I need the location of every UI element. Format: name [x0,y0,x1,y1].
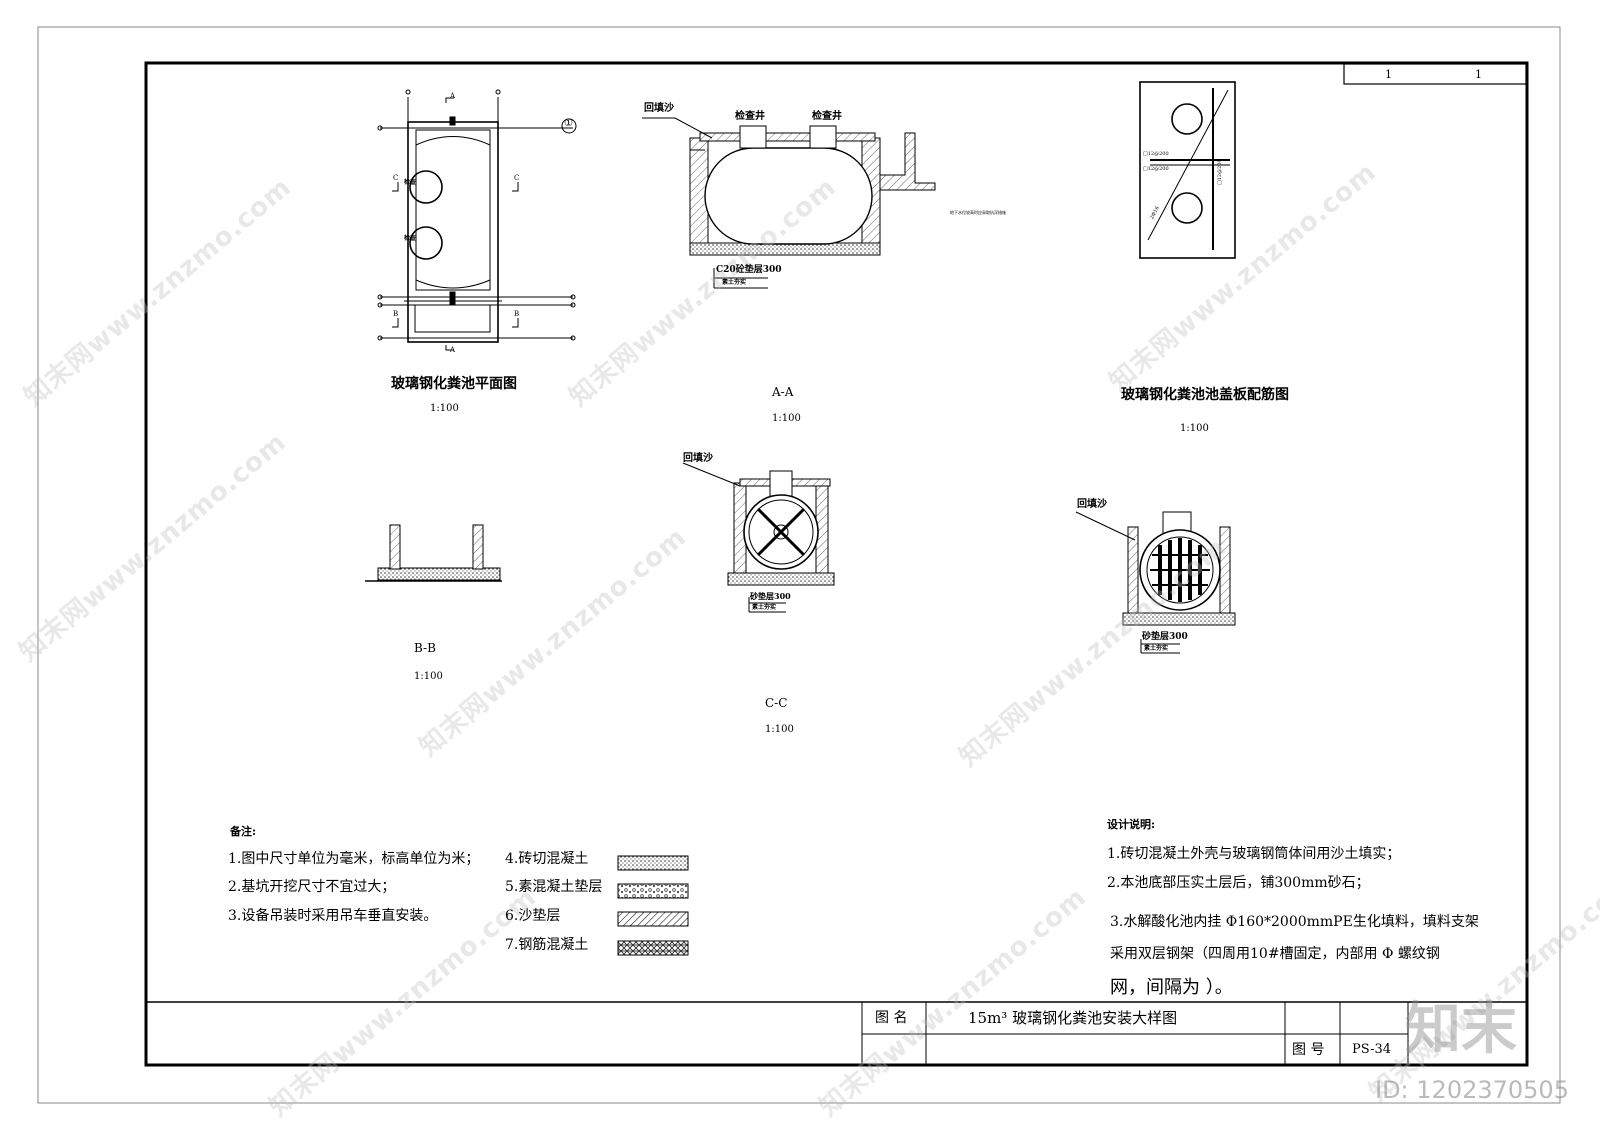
sheet-number-box [1343,63,1527,85]
aa-side-note: 地下水位较高时应采取抗浮措施 [950,210,1006,215]
plan-section-label-c: C [514,174,520,182]
outer-sheet-border [37,26,1561,1104]
aa-well-label-1: 检查井 [735,111,765,122]
drawing-frame [144,61,1529,1067]
legend-item: 5.素混凝土垫层 [505,879,603,895]
dd-backfill-label: 回填沙 [1077,499,1107,510]
bb-view-scale: 1:100 [414,671,443,682]
title-block [146,1001,1527,1065]
aa-base-note-2: 素土夯实 [722,279,747,286]
plan-section-label-b: B [393,310,399,318]
drawing-number-label: 图 号 [1292,1042,1325,1058]
aa-view-scale: 1:100 [772,413,801,424]
section-cc-view [682,462,835,613]
cover-rebar-label-3: □12@200 [1217,159,1223,185]
section-bb-view [365,524,502,582]
section-aa-view [642,117,936,289]
plan-section-label-c: C [393,174,399,182]
cover-view-title: 玻璃钢化粪池池盖板配筋图 [1121,387,1289,403]
cover-rebar-label-2: □12@200 [1143,166,1169,172]
plan-view-title: 玻璃钢化粪池平面图 [391,376,517,392]
aa-base-note-1: C20砼垫层300 [716,265,782,275]
aa-backfill-label: 回填沙 [644,103,674,114]
design-note-line: 网，间隔为 ）。 [1110,977,1233,998]
cc-backfill-label: 回填沙 [683,453,713,464]
design-note-line: 采用双层钢架（四周用10#槽固定，内部用 Φ 螺纹钢 [1110,946,1440,962]
note-item: 2.基坑开挖尺寸不宜过大； [228,879,396,895]
cover-view-scale: 1:100 [1180,423,1209,434]
plan-hole-label: 检查 [404,179,417,186]
section-fill-view [1075,511,1236,654]
plan-view [377,89,577,351]
legend-item: 6.沙垫层 [505,908,561,924]
cc-view-title: C-C [765,696,788,710]
watermark-id: ID: 1202370505 [1375,1076,1569,1104]
sheet-number-a: 1 [1385,68,1392,81]
drawing-title: 15m³ 玻璃钢化粪池安装大样图 [968,1009,1178,1027]
watermark-logo: 知末 [1405,997,1517,1062]
notes-heading: 备注: [230,825,257,838]
axis-marker: ① [564,118,573,129]
dd-base-note-2: 素土夯实 [1144,645,1169,652]
drawing-number: PS-34 [1352,1042,1392,1057]
bb-view-title: B-B [414,641,436,655]
cc-base-note-2: 素土夯实 [752,604,777,611]
design-note-line: 2.本池底部压实土层后，铺300mm砂石； [1107,875,1370,891]
legend-item: 4.砖切混凝土 [505,851,589,867]
aa-well-label-2: 检查井 [812,111,842,122]
cover-plate-view [1139,81,1236,259]
cc-view-scale: 1:100 [765,724,794,735]
aa-view-title: A-A [772,385,794,399]
legend-item: 7.钢筋混凝土 [505,937,589,953]
drawing-name-label: 图 名 [875,1010,908,1026]
plan-section-label-a: A [450,346,456,354]
design-notes-heading: 设计说明: [1107,818,1156,831]
design-note-line: 1.砖切混凝土外壳与玻璃钢筒体间用沙土填实； [1107,846,1401,862]
cover-rebar-label-1: □12@200 [1143,151,1169,157]
design-note-line: 3.水解酸化池内挂 Φ160*2000mmPE生化填料，填料支架 [1110,914,1479,930]
note-item: 1.图中尺寸单位为毫米，标高单位为米； [228,851,480,867]
cc-base-note-1: 砂垫层300 [750,591,791,601]
legend-swatches [617,855,689,956]
plan-section-label-a: A [450,92,456,100]
plan-section-label-b: B [514,310,520,318]
plan-hole-label: 检查 [404,235,417,242]
dd-base-note-1: 砂垫层300 [1142,632,1188,642]
note-item: 3.设备吊装时采用吊车垂直安装。 [228,908,438,924]
plan-view-scale: 1:100 [430,403,459,414]
sheet-number-b: 1 [1475,68,1482,81]
